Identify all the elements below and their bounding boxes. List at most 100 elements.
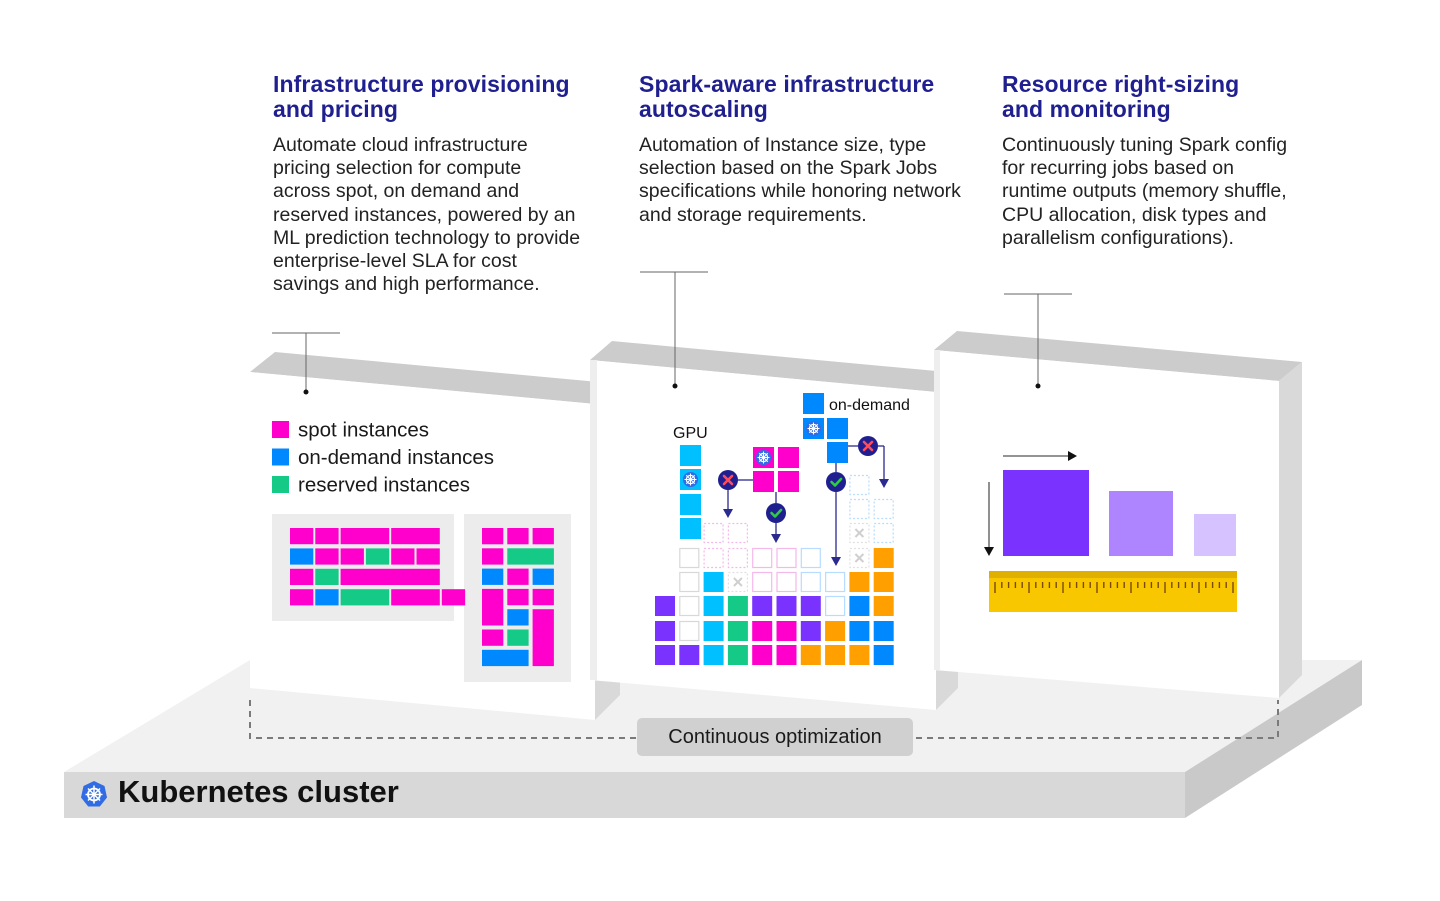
instance-block-on-demand [482, 568, 504, 585]
check-badge-icon [766, 503, 786, 523]
node-slot-orange [849, 645, 870, 665]
instance-block-reserved [315, 568, 339, 585]
autoscaling-illustration: GPU on-demand [655, 393, 910, 665]
kubernetes-icon-spoke [758, 452, 769, 463]
on-demand-label: on-demand [829, 397, 910, 414]
gpu-slot [680, 445, 701, 466]
column-pricing-title: Infrastructure provisioning and pricing [273, 71, 570, 122]
kubernetes-logo-icon [81, 781, 107, 807]
instance-grid-a [290, 528, 466, 606]
column-rightsizing-title: Resource right-sizing and monitoring [1002, 71, 1240, 122]
empty-slot [800, 571, 821, 593]
legend-label: on-demand instances [298, 446, 494, 469]
instance-block-spot [315, 548, 339, 565]
on-demand-slot [827, 418, 848, 439]
empty-slot [679, 620, 700, 642]
legend-swatch-on-demand [272, 448, 289, 466]
node-slot-purple [800, 621, 821, 641]
gpu-label: GPU [673, 425, 708, 442]
rightsizing-illustration [984, 451, 1237, 612]
empty-slot [679, 571, 700, 593]
kubernetes-icon-spoke [808, 423, 819, 434]
node-slot-on-demand [873, 621, 894, 641]
instance-block-spot [340, 568, 440, 585]
empty-slot [703, 522, 724, 544]
resource-block-medium [1109, 491, 1173, 556]
instance-block-reserved [365, 548, 390, 565]
instance-block-spot [340, 528, 390, 545]
continuous-optimization-badge: Continuous optimization [637, 718, 913, 756]
arrow-head-icon [771, 534, 781, 543]
arrow-head-icon [723, 509, 733, 518]
slot-cross-icon [854, 528, 865, 538]
node-slot-reserved [727, 621, 748, 641]
instance-block-spot [391, 528, 440, 545]
instance-block-spot [532, 528, 554, 545]
empty-slot [752, 547, 773, 569]
arrow-head-icon [831, 557, 841, 566]
legend-label: spot instances [298, 419, 429, 442]
panel-pricing-top [250, 352, 620, 404]
instance-block-spot [391, 589, 440, 606]
node-slot-purple [752, 596, 773, 616]
node-slot-gpu [703, 645, 724, 665]
width-arrow-head-icon [1068, 451, 1077, 461]
empty-slot [727, 522, 749, 544]
node-slot-spot [776, 621, 797, 641]
instance-block-spot [340, 548, 364, 565]
node-slot-gpu [703, 621, 724, 641]
callout-dot-2 [672, 383, 678, 389]
panel-autoscaling-left-edge [590, 360, 597, 680]
column-rightsizing: Resource right-sizing and monitoring Con… [1002, 72, 1302, 250]
empty-slot [703, 547, 724, 569]
node-slot-gpu [703, 596, 724, 616]
resource-block-small [1194, 514, 1236, 556]
node-slot-purple [655, 621, 675, 641]
node-slot-on-demand [873, 645, 894, 665]
empty-slot [800, 547, 821, 569]
continuous-optimization-label: Continuous optimization [668, 725, 882, 748]
legend-swatch-spot [272, 421, 289, 438]
node-slot-gpu [703, 572, 724, 592]
badge-circle [826, 472, 846, 492]
column-autoscaling-title: Spark-aware infrastructure autoscaling [639, 71, 935, 122]
slot-cross-icon [854, 553, 865, 563]
node-slot-spot [776, 645, 797, 665]
instance-block-reserved [507, 629, 529, 646]
node-slot-orange [849, 572, 870, 592]
platform-front [64, 772, 1185, 818]
node-slot-purple [679, 645, 700, 665]
badge-circle [766, 503, 786, 523]
node-slot-spot [752, 645, 773, 665]
ruler-edge [989, 571, 1237, 578]
instance-block-on-demand [290, 548, 314, 565]
node-slot-orange [873, 548, 894, 568]
column-rightsizing-description: Continuously tuning Spark config for rec… [1002, 134, 1288, 249]
panel-rightsizing-left-edge [934, 350, 940, 670]
instance-block-on-demand [482, 649, 529, 667]
column-autoscaling-description: Automation of Instance size, type select… [639, 134, 961, 226]
node-slot-orange [825, 621, 846, 641]
node-slot-on-demand [849, 596, 870, 616]
node-slot-reserved [727, 596, 748, 616]
cross-badge-icon [858, 436, 878, 456]
cross-stroke [722, 474, 734, 486]
empty-slot [824, 595, 846, 617]
column-autoscaling: Spark-aware infrastructure autoscaling A… [639, 72, 974, 227]
empty-slot [679, 595, 700, 617]
slot-cross-icon [733, 577, 743, 587]
callout-lines [272, 271, 1072, 392]
arrow-head-icon [879, 479, 889, 488]
cross-stroke [862, 440, 874, 452]
empty-slot [727, 547, 749, 569]
instance-block-spot [507, 528, 529, 545]
node-slot-spot [752, 621, 773, 641]
empty-slot [849, 474, 870, 496]
kubernetes-icon [755, 449, 772, 466]
callout-dot-1 [303, 389, 309, 395]
node-slot-on-demand [849, 621, 870, 641]
check-mark [770, 508, 783, 518]
instance-block-spot [482, 548, 504, 565]
